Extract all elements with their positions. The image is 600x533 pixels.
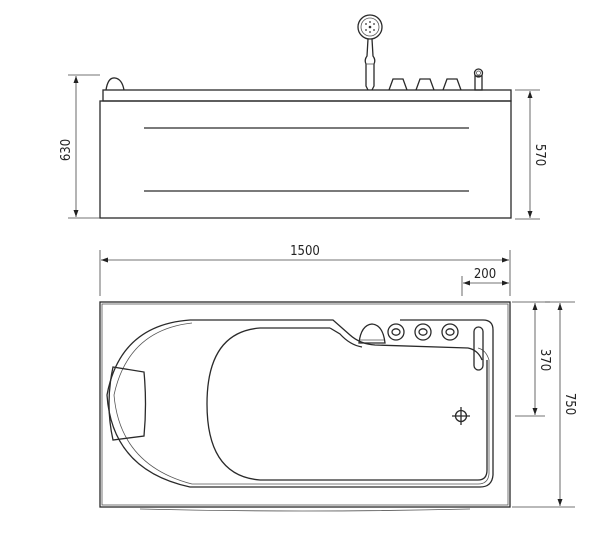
tub-outline: [99, 301, 511, 508]
shower-holder-icon: [358, 323, 386, 344]
height-630-label: 630: [59, 139, 74, 161]
length-1500-label: 1500: [290, 244, 320, 259]
width-750-label: 750: [562, 393, 577, 415]
control-knobs-top: [387, 323, 459, 341]
basin-rim: [106, 319, 494, 488]
dimension-1500: 1500: [99, 244, 511, 296]
hand-shower-icon: [357, 14, 383, 91]
side-view: 630 570: [59, 14, 547, 220]
inner-basin: [206, 327, 488, 481]
front-panel: [99, 100, 512, 219]
dimension-200: 200: [461, 267, 509, 296]
headrest-icon: [105, 77, 125, 91]
tub-rim: [102, 89, 512, 102]
pillow-icon: [108, 366, 147, 441]
offset-370-label: 370: [537, 349, 552, 371]
control-knobs-side: [388, 78, 462, 91]
tap-icon: [473, 68, 484, 91]
dimension-750: 750: [512, 301, 577, 508]
tap-handle-icon: [473, 326, 484, 371]
height-570-label: 570: [532, 144, 547, 166]
dimension-630: 630: [59, 74, 100, 219]
top-view: 370 750: [99, 301, 577, 512]
dimension-570: 570: [515, 89, 547, 220]
offset-200-label: 200: [474, 267, 496, 282]
dimension-370: 370: [512, 301, 552, 417]
drain-icon: [452, 407, 470, 425]
